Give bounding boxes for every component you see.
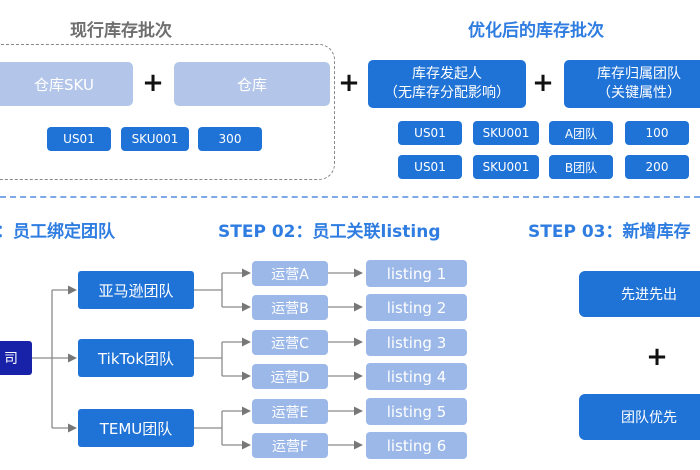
optimized-cell: 100 <box>625 121 689 145</box>
optimized-cell: US01 <box>398 121 462 145</box>
team-node-amazon: 亚马逊团队 <box>78 271 194 309</box>
operator-node: 运营C <box>252 330 328 355</box>
operator-node: 运营A <box>252 261 328 286</box>
plus-sign: + <box>532 68 554 98</box>
plus-sign: + <box>142 68 164 98</box>
team-priority-box: 团队优先 <box>579 394 700 440</box>
owning-team-label: 库存归属团队 <box>597 66 681 82</box>
operator-node: 运营F <box>252 433 328 458</box>
operator-node: 运营D <box>252 364 328 389</box>
section-divider <box>0 196 700 198</box>
operator-node: 运营B <box>252 295 328 320</box>
optimized-cell: 200 <box>625 155 689 179</box>
owning-team-box: 库存归属团队 （关键属性） <box>564 60 700 108</box>
plus-sign: + <box>646 342 668 372</box>
listing-node: listing 4 <box>366 363 467 390</box>
warehouse-box: 仓库 <box>174 62 330 106</box>
current-cell-sku: SKU001 <box>121 127 189 151</box>
plus-sign: + <box>338 68 360 98</box>
optimized-cell: SKU001 <box>473 121 539 145</box>
step1-title: ：员工绑定团队 <box>0 222 115 242</box>
inventory-initiator-note: （无库存分配影响） <box>384 85 510 101</box>
current-batch-frame <box>0 44 335 180</box>
fifo-strategy-box: 先进先出 <box>579 271 700 317</box>
inventory-initiator-box: 库存发起人 （无库存分配影响） <box>368 60 526 108</box>
listing-node: listing 1 <box>366 260 467 287</box>
owning-team-note: （关键属性） <box>597 85 681 101</box>
optimized-batch-title: 优化后的库存批次 <box>468 21 604 41</box>
operator-node: 运营E <box>252 399 328 424</box>
listing-node: listing 2 <box>366 294 467 321</box>
team-node-tiktok: TikTok团队 <box>78 339 194 377</box>
current-cell-qty: 300 <box>198 127 262 151</box>
optimized-cell: US01 <box>398 155 462 179</box>
step2-title: STEP 02：员工关联listing <box>218 222 441 242</box>
optimized-cell: SKU001 <box>473 155 539 179</box>
step3-title: STEP 03：新增库存 <box>528 222 691 242</box>
optimized-cell: A团队 <box>549 121 613 145</box>
team-node-temu: TEMU团队 <box>78 409 194 447</box>
company-node: 司 <box>0 341 32 375</box>
inventory-initiator-label: 库存发起人 <box>412 66 482 82</box>
current-cell-warehouse: US01 <box>47 127 111 151</box>
listing-node: listing 5 <box>366 398 467 425</box>
optimized-cell: B团队 <box>549 155 613 179</box>
current-batch-title: 现行库存批次 <box>70 21 172 41</box>
listing-node: listing 6 <box>366 432 467 459</box>
listing-node: listing 3 <box>366 329 467 356</box>
warehouse-sku-box: 仓库SKU <box>0 62 133 106</box>
